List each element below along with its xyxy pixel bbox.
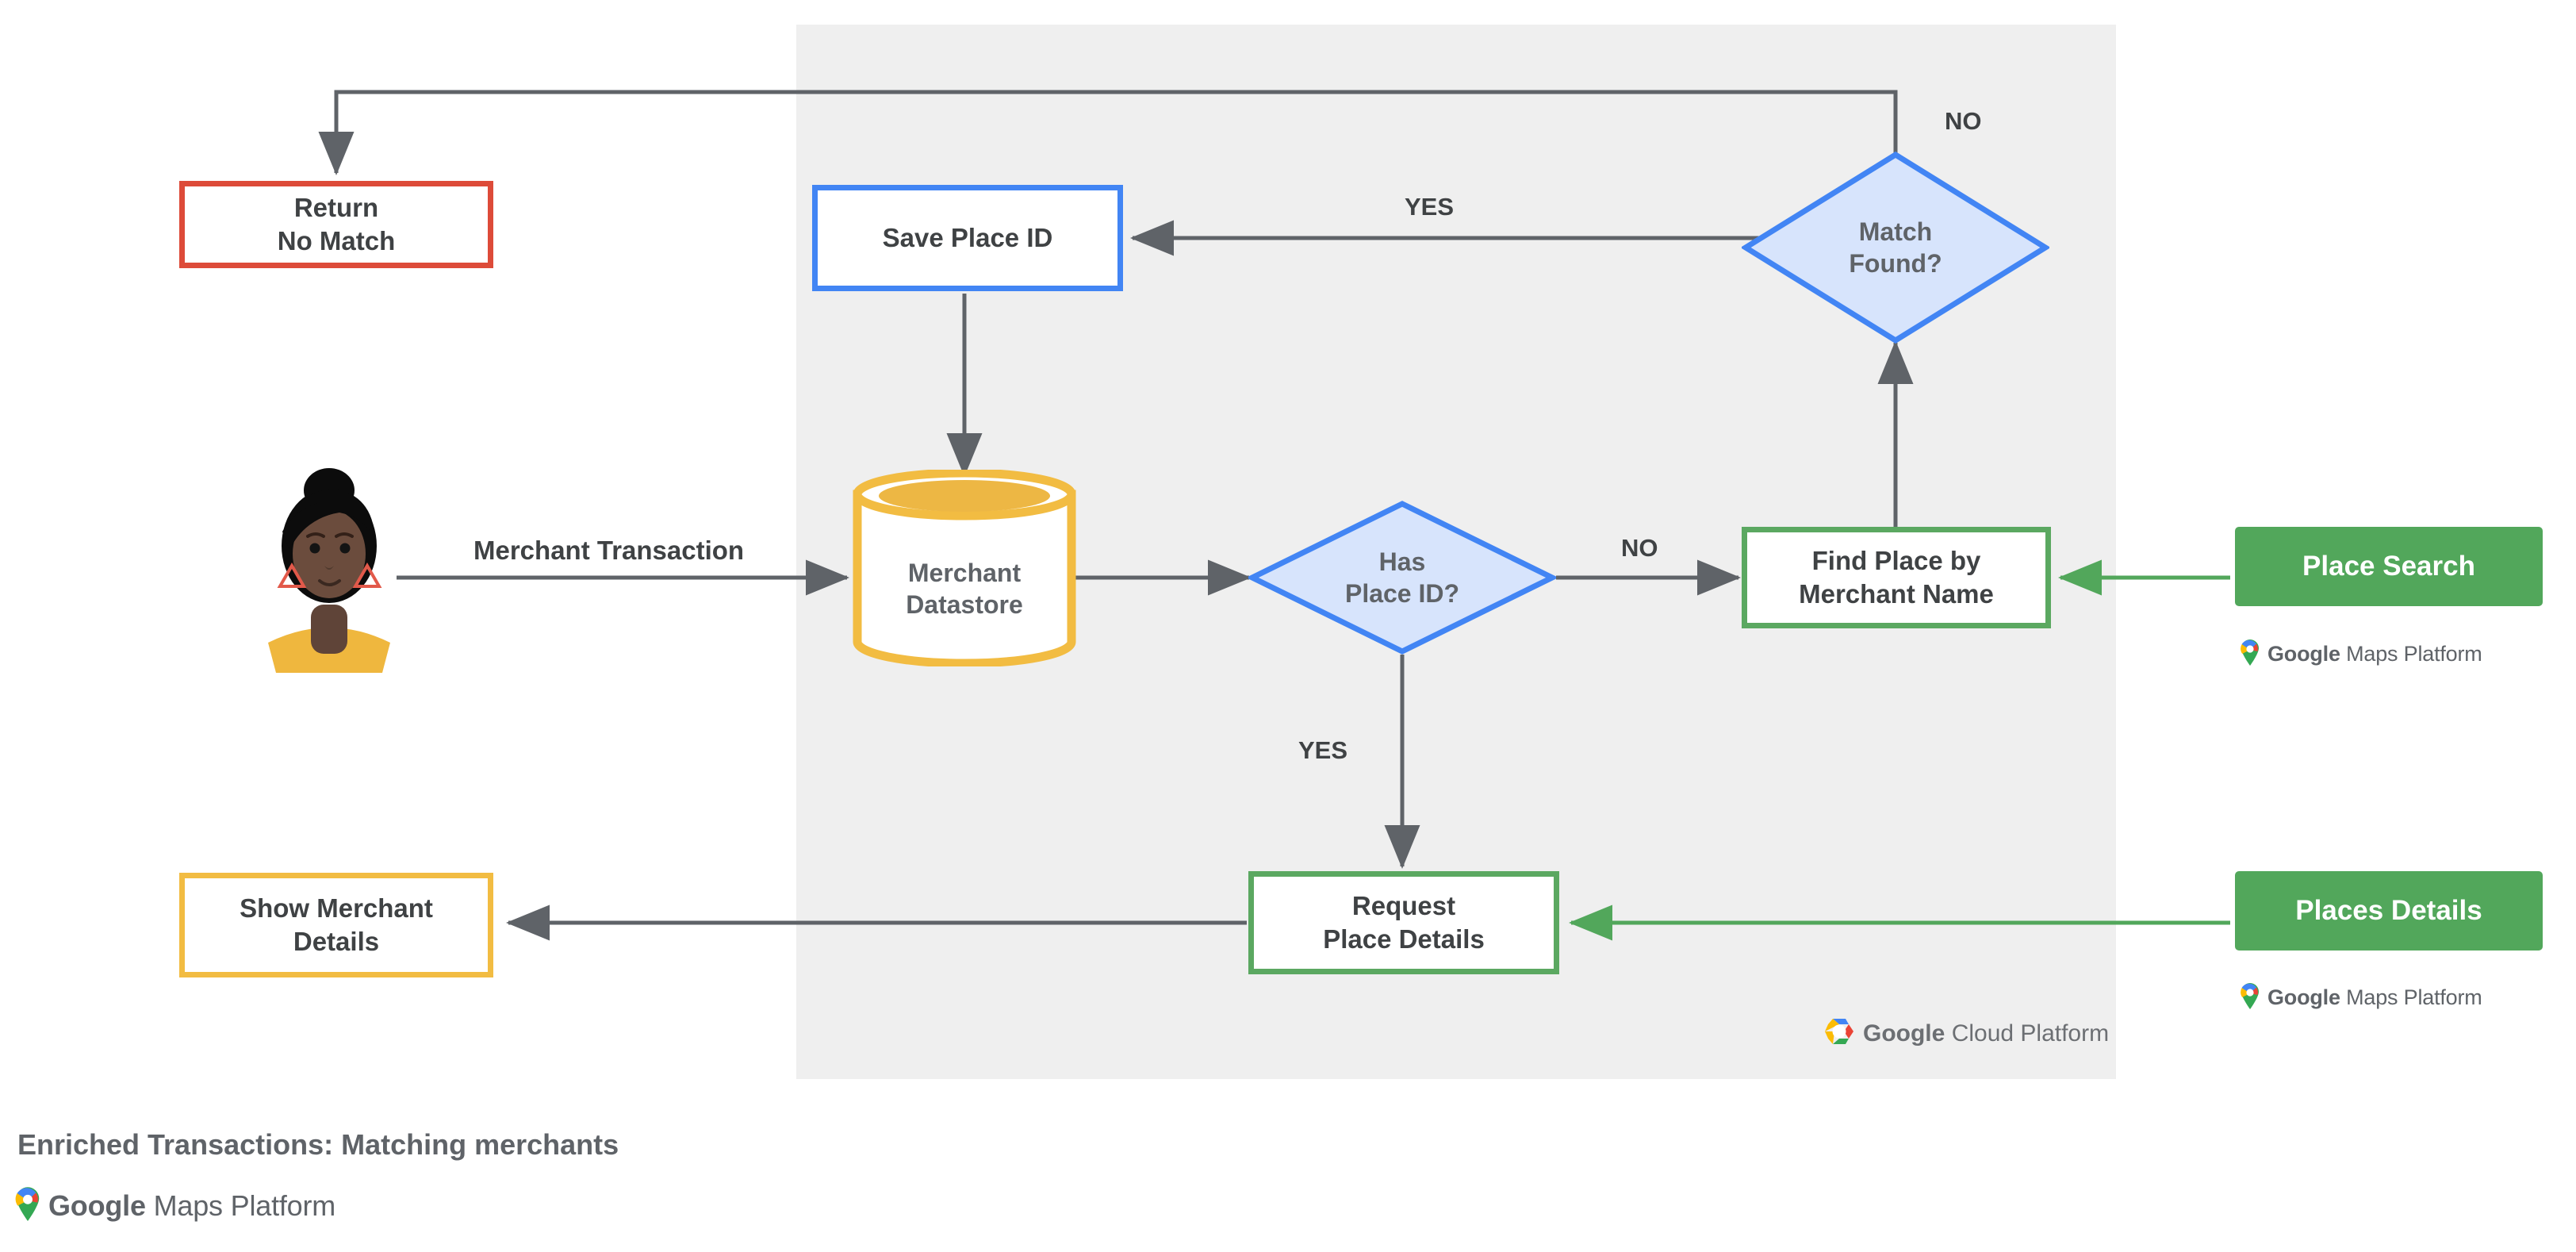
google-maps-platform-logo-places-details: Google Maps Platform	[2240, 982, 2482, 1013]
node-match-found[interactable]: Match Found?	[1742, 151, 2049, 344]
google-maps-platform-wordmark: Google Maps Platform	[2267, 642, 2482, 666]
node-find-place-by-merchant-name[interactable]: Find Place by Merchant Name	[1742, 527, 2051, 628]
node-has-place-id-label: Has Place ID?	[1344, 547, 1460, 608]
node-save-place-id[interactable]: Save Place ID	[812, 185, 1123, 291]
edge-label-has-place-id-no: NO	[1621, 534, 1658, 562]
edge-label-merchant-transaction: Merchant Transaction	[473, 536, 745, 565]
node-request-place-details[interactable]: Request Place Details	[1248, 871, 1559, 974]
node-has-place-id[interactable]: Has Place ID?	[1248, 500, 1556, 655]
node-places-details[interactable]: Places Details	[2235, 871, 2543, 951]
maps-pin-icon	[14, 1186, 41, 1225]
merchant-customer-avatar-icon	[262, 460, 397, 674]
google-maps-platform-wordmark: Google Maps Platform	[2267, 985, 2482, 1009]
edge-label-match-found-no: NO	[1945, 107, 1982, 135]
node-merchant-datastore[interactable]: Merchant Datastore	[853, 470, 1076, 666]
node-show-merchant-details[interactable]: Show Merchant Details	[179, 873, 493, 977]
google-maps-platform-logo-place-search: Google Maps Platform	[2240, 639, 2482, 670]
node-match-found-label: Match Found?	[1849, 217, 1942, 278]
google-maps-platform-logo-caption: Google Maps Platform	[14, 1186, 335, 1225]
diagram-caption: Enriched Transactions: Matching merchant…	[17, 1128, 619, 1161]
google-cloud-platform-logo: Google Cloud Platform	[1824, 1018, 2109, 1049]
node-merchant-datastore-label: Merchant Datastore	[906, 558, 1023, 619]
edge-label-has-place-id-yes: YES	[1298, 736, 1348, 764]
node-return-no-match[interactable]: Return No Match	[179, 181, 493, 268]
google-maps-platform-wordmark: Google Maps Platform	[48, 1189, 336, 1222]
edge-label-match-found-yes: YES	[1405, 193, 1455, 221]
node-place-search[interactable]: Place Search	[2235, 527, 2543, 606]
cloud-hexagon-icon	[1824, 1018, 1854, 1049]
maps-pin-icon	[2240, 982, 2260, 1013]
google-cloud-platform-wordmark: Google Cloud Platform	[1863, 1020, 2110, 1047]
maps-pin-icon	[2240, 639, 2260, 670]
